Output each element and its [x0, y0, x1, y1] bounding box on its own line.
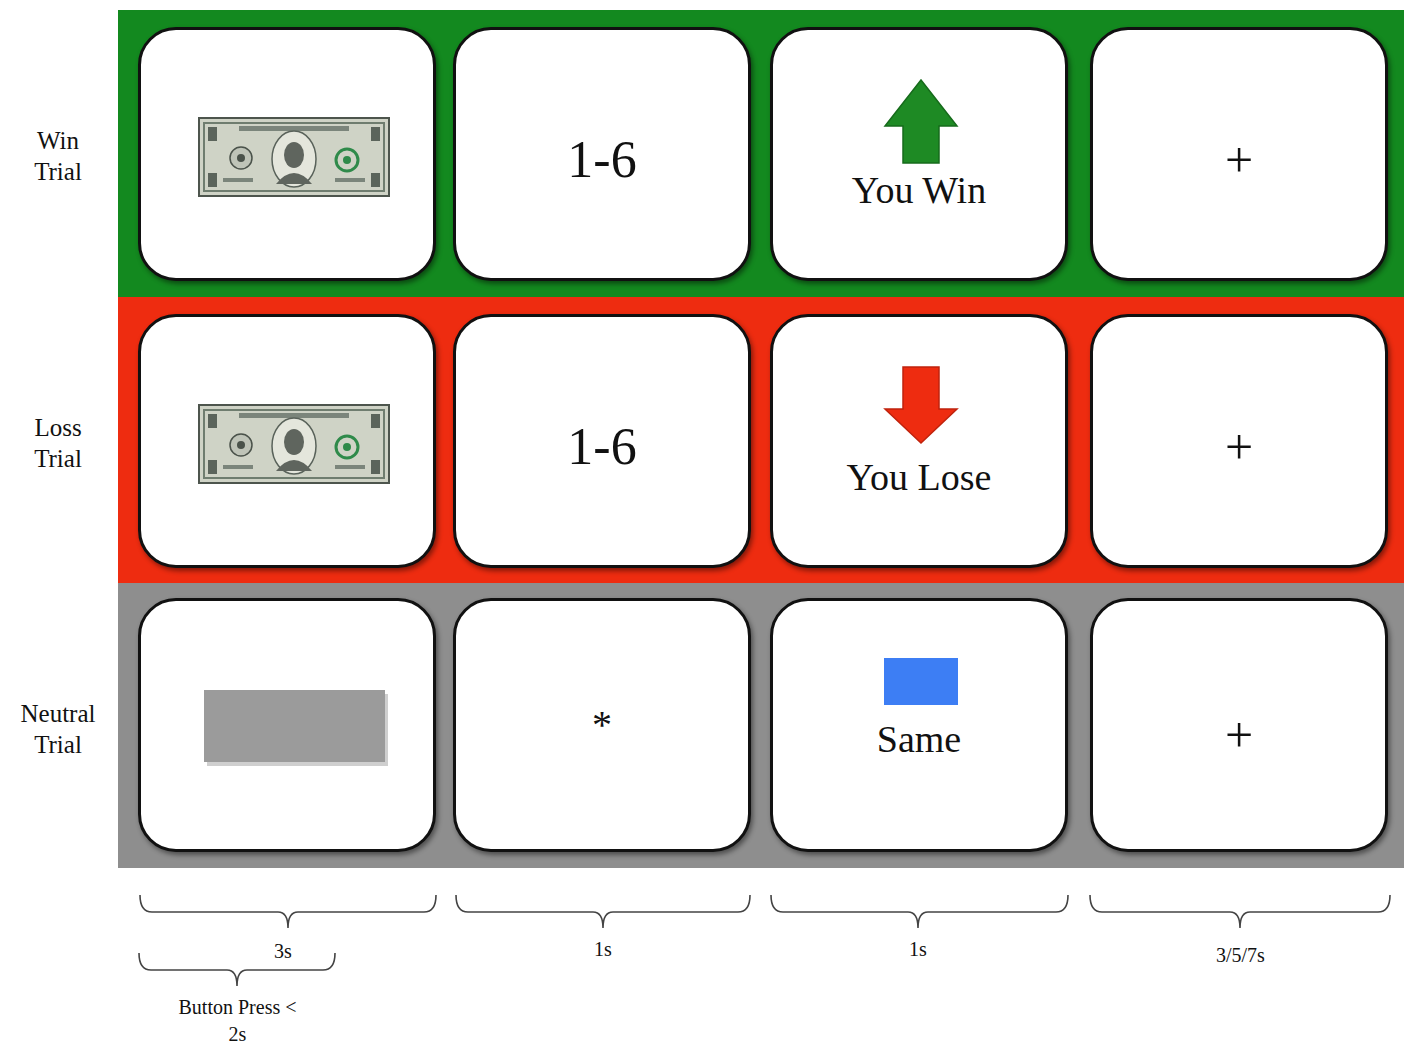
bill-figure [141, 317, 433, 565]
duration-label: 1s [594, 936, 612, 963]
row-label: Win Trial [12, 125, 104, 188]
screen-text: 1-6 [456, 134, 748, 186]
duration-label: 3/5/7s [1216, 942, 1265, 969]
cue-card [138, 27, 436, 281]
trial-screen: + [1090, 314, 1388, 568]
trial-screen: You Lose [770, 314, 1068, 568]
trial-screen: + [1090, 598, 1388, 852]
cue-card [138, 314, 436, 568]
duration-bracket [140, 895, 436, 928]
trial-row: Loss Trial 1-6You Lose + [0, 297, 1404, 583]
bill-figure [141, 30, 433, 278]
trial-screen: 1-6 [453, 27, 751, 281]
trial-screen: 1-6 [453, 314, 751, 568]
trial-row: Neutral Trial * Same + [0, 583, 1404, 868]
screen-text: You Lose [773, 458, 1065, 496]
screen-text: + [1093, 422, 1385, 472]
duration-bracket [1090, 895, 1390, 928]
screen-text: + [1093, 135, 1385, 185]
response-window-label: Button Press < 2s [175, 994, 300, 1048]
row-label: Neutral Trial [12, 698, 104, 761]
duration-bracket [771, 895, 1068, 928]
trial-screen: * [453, 598, 751, 852]
downarrow-figure [773, 317, 1065, 565]
cue-card [138, 598, 436, 852]
graycard-figure [141, 601, 433, 849]
duration-label: 3s [274, 938, 292, 965]
trial-screen: You Win [770, 27, 1068, 281]
screen-text: + [1093, 710, 1385, 760]
screen-text: Same [773, 720, 1065, 758]
screen-text: You Win [773, 171, 1065, 209]
screen-text: 1-6 [456, 421, 748, 473]
response-bracket [139, 953, 335, 986]
trial-row: Win Trial 1-6You Win + [0, 10, 1404, 297]
duration-bracket [456, 895, 750, 928]
duration-label: 1s [909, 936, 927, 963]
trial-screen: Same [770, 598, 1068, 852]
screen-text: * [456, 705, 748, 745]
trial-screen: + [1090, 27, 1388, 281]
row-label: Loss Trial [12, 412, 104, 475]
uparrow-figure [773, 30, 1065, 278]
